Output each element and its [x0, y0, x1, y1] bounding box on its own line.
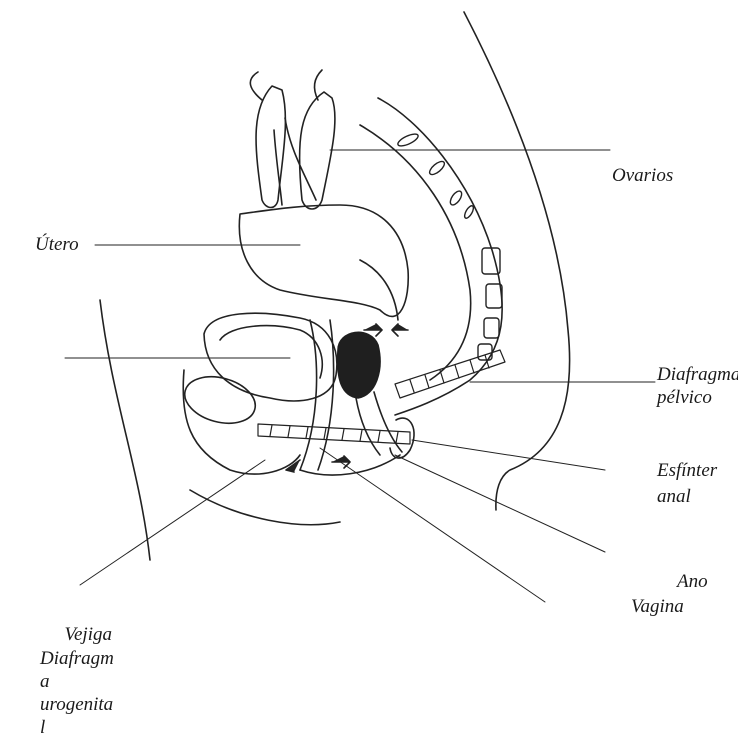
label-diafragma-urogenital-line3: urogenita [40, 694, 113, 716]
leader-diafragma-urogenital [80, 460, 265, 585]
uterus [239, 205, 408, 316]
vagina [300, 320, 317, 470]
label-esfinter-anal-line2: anal [657, 486, 691, 508]
leader-vagina [320, 448, 545, 602]
perineum [300, 455, 400, 475]
bladder-inner [220, 326, 322, 378]
label-esfinter-anal-line1: Esfínter [657, 460, 717, 482]
sacrum-curve [378, 98, 502, 415]
label-diafragma-pelvico-line2: pélvico [657, 387, 712, 409]
label-vejiga: Vejiga [40, 624, 112, 646]
ovaries-and-tubes [250, 70, 335, 209]
label-vagina: Vagina [631, 596, 684, 618]
label-ovarios: Ovarios [612, 165, 673, 187]
leader-esfinter-anal [412, 440, 605, 470]
label-diafragma-urogenital-line1: Diafragm [40, 648, 114, 670]
leader-ano [395, 455, 605, 552]
rectum [338, 332, 380, 398]
front-outline [100, 300, 150, 560]
uterus-inner [360, 260, 398, 320]
label-ano: Ano [677, 571, 708, 593]
pelvic-diaphragm [395, 350, 505, 398]
label-diafragma-pelvico-line1: Diafragma [657, 364, 738, 386]
pubic-bone [180, 369, 261, 430]
label-utero: Útero [35, 234, 79, 256]
label-diafragma-urogenital-line4: l [40, 717, 45, 739]
label-diafragma-urogenital-line2: a [40, 671, 50, 693]
back-outline [464, 12, 570, 510]
